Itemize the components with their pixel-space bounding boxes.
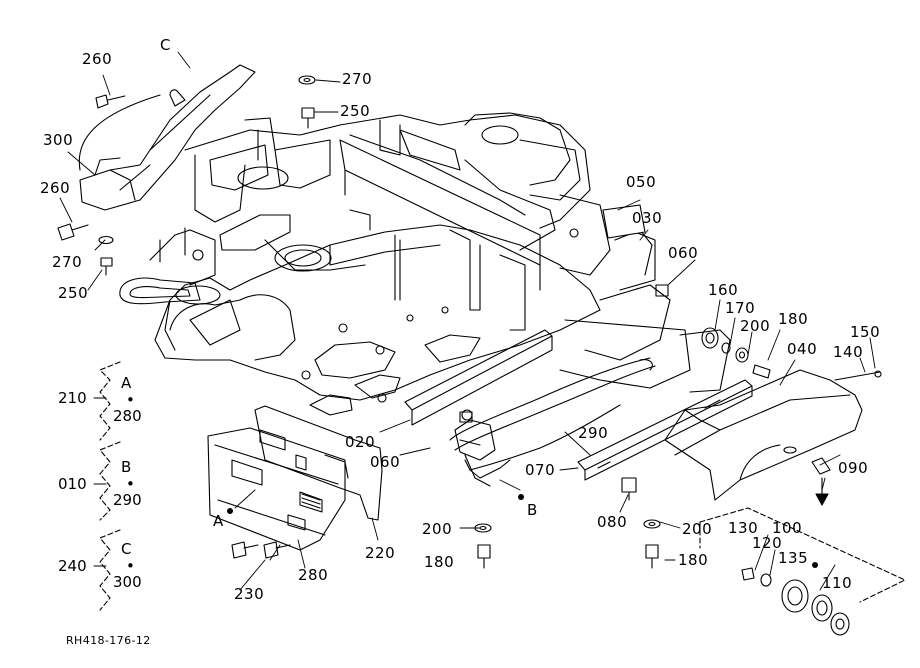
callout-150: 150: [850, 323, 881, 341]
rail-020: [404, 329, 553, 426]
callout-110: 110: [822, 574, 853, 592]
cover-300: [78, 64, 256, 211]
callout-120: 120: [752, 534, 783, 552]
callout-180-bottom-left: 180: [424, 553, 455, 571]
fasteners: [57, 75, 882, 636]
callout-250-left: 250: [58, 284, 89, 302]
side-cover-090: [664, 369, 863, 501]
leader-lines: [59, 51, 876, 591]
callout-180-right: 180: [778, 310, 809, 328]
group-letter-b: B: [121, 458, 132, 476]
group-ticks: [93, 397, 107, 567]
callout-200-bottom-right: 200: [682, 520, 713, 538]
callout-040: 040: [787, 340, 818, 358]
group-num-210: 210: [58, 389, 87, 407]
callout-130: 130: [728, 519, 759, 537]
group-letter-a: A: [121, 374, 132, 392]
lower-frame: [154, 224, 601, 421]
callout-200-bottom-left: 200: [422, 520, 453, 538]
callout-290: 290: [578, 424, 609, 442]
callout-a-marker: A: [213, 512, 224, 530]
marker-dot-135: [812, 562, 818, 568]
rear-mount: [454, 419, 496, 487]
callout-180-bottom-right: 180: [678, 551, 709, 569]
callout-200-right: 200: [740, 317, 771, 335]
callout-030: 030: [632, 209, 663, 227]
callout-170: 170: [725, 299, 756, 317]
callout-260-top: 260: [82, 50, 113, 68]
group-sub-290: 290: [113, 491, 142, 509]
callout-220: 220: [365, 544, 396, 562]
hose-290: [449, 357, 656, 479]
callout-135: 135: [778, 549, 809, 567]
side-cover-030: [559, 204, 731, 393]
group-num-010: 010: [58, 475, 87, 493]
callout-270-top: 270: [342, 70, 373, 88]
callout-090: 090: [838, 459, 869, 477]
callout-280: 280: [298, 566, 329, 584]
group-dot-c: •: [126, 557, 135, 575]
boom-mount: [119, 227, 296, 361]
group-num-240: 240: [58, 557, 87, 575]
callout-070: 070: [525, 461, 556, 479]
callout-140: 140: [833, 343, 864, 361]
upper-deck: [184, 112, 611, 331]
callout-160: 160: [708, 281, 739, 299]
callout-250-top: 250: [340, 102, 371, 120]
callout-300: 300: [43, 131, 74, 149]
callout-080: 080: [597, 513, 628, 531]
callout-060-right: 060: [668, 244, 699, 262]
plate-210: [207, 427, 346, 551]
callout-c-top: C: [160, 36, 171, 54]
callout-230: 230: [234, 585, 265, 603]
group-letter-c: C: [121, 540, 132, 558]
callout-060-lower: 060: [370, 453, 401, 471]
group-sub-300: 300: [113, 573, 142, 591]
plate-220: [254, 405, 383, 521]
callout-270-left: 270: [52, 253, 83, 271]
drawing-code: RH418-176-12: [66, 634, 151, 647]
group-dot-b: •: [126, 475, 135, 493]
marker-dot-a: [227, 508, 233, 514]
marker-dot-b: [518, 494, 524, 500]
callout-260-left: 260: [40, 179, 71, 197]
arrow-down: [815, 477, 829, 506]
group-100-frame: [699, 507, 906, 603]
group-sub-280: 280: [113, 407, 142, 425]
group-dot-a: •: [126, 391, 135, 409]
callout-020: 020: [345, 433, 376, 451]
callout-100: 100: [772, 519, 803, 537]
callout-b-marker: B: [527, 501, 538, 519]
callout-050: 050: [626, 173, 657, 191]
